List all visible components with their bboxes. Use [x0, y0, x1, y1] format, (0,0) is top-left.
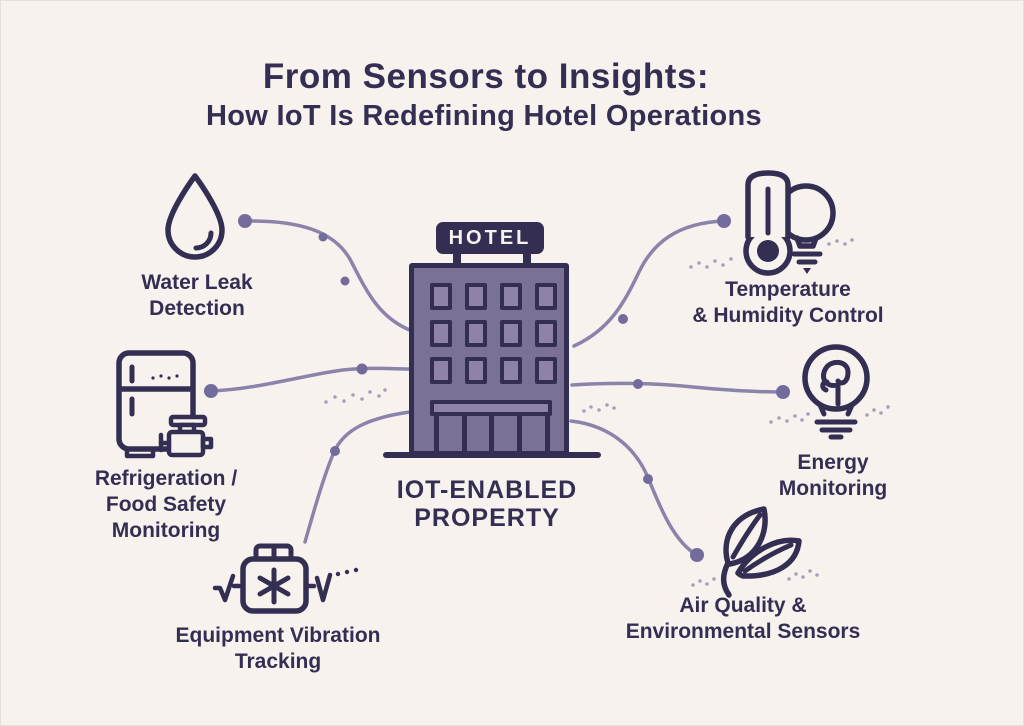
- connector-energy: [570, 379, 790, 399]
- label-line: Energy: [797, 451, 869, 474]
- entrance-pillar: [489, 414, 494, 454]
- hotel-sign: HOTEL: [436, 222, 544, 254]
- connector-refrigeration: [204, 363, 414, 398]
- label-line: Monitoring: [778, 477, 888, 500]
- label-vibration: Equipment Vibration Tracking: [148, 623, 408, 675]
- label-energy: Energy Monitoring: [713, 450, 953, 502]
- water-drop-icon: [165, 173, 225, 260]
- connector-temperature: [572, 214, 731, 348]
- hotel-window: [465, 283, 487, 310]
- thermometer-bulb-icon: [743, 170, 836, 276]
- label-line: Equipment Vibration: [175, 624, 381, 647]
- hotel-window: [465, 320, 487, 347]
- hotel-window: [535, 283, 557, 310]
- label-line: Monitoring: [111, 519, 221, 542]
- hotel-window: [430, 357, 452, 384]
- label-temperature: Temperature & Humidity Control: [658, 277, 918, 329]
- sign-post: [523, 252, 531, 266]
- label-line: Temperature: [725, 278, 851, 301]
- connector-air-quality: [569, 419, 704, 562]
- hotel-window: [430, 320, 452, 347]
- entrance-pillar: [462, 414, 467, 454]
- refrigerator-icon: [116, 350, 214, 459]
- page-title: From Sensors to Insights:: [262, 57, 710, 96]
- title-block: From Sensors to Insights: How IoT Is Red…: [1, 56, 971, 134]
- entrance-pillar: [434, 414, 439, 454]
- hotel-caption-line1: IOT-ENABLED: [396, 476, 578, 504]
- connector-vibration: [303, 410, 412, 544]
- asterisk: [257, 567, 291, 605]
- label-line: Tracking: [234, 650, 322, 673]
- hotel-sign-text: HOTEL: [448, 226, 532, 249]
- entrance-pillar: [545, 414, 550, 454]
- label-water-leak: Water Leak Detection: [77, 270, 317, 322]
- hotel-window: [465, 357, 487, 384]
- label-line: Air Quality &: [679, 594, 807, 617]
- sign-post: [453, 252, 461, 266]
- label-line: Refrigeration /: [94, 467, 238, 490]
- entrance-pillar: [517, 414, 522, 454]
- label-line: & Humidity Control: [692, 304, 884, 327]
- hotel-window: [500, 320, 522, 347]
- label-line: Water Leak: [141, 271, 253, 294]
- label-line: Food Safety: [105, 493, 227, 516]
- label-line: Environmental Sensors: [625, 620, 861, 643]
- label-refrigeration: Refrigeration / Food Safety Monitoring: [46, 466, 286, 544]
- page-subtitle: How IoT Is Redefining Hotel Operations: [206, 100, 762, 132]
- scatter-dots: [324, 238, 890, 587]
- label-air-quality: Air Quality & Environmental Sensors: [613, 593, 873, 645]
- filament: [820, 359, 851, 407]
- hotel-caption-line2: PROPERTY: [414, 504, 560, 532]
- label-line: Detection: [149, 297, 245, 320]
- ground-line: [383, 452, 601, 458]
- light-bulb-icon: [802, 344, 870, 440]
- connector-water-leak: [238, 214, 414, 333]
- leaves-icon: [720, 506, 802, 598]
- vibration-sensor-icon: [212, 543, 359, 614]
- hotel-window: [500, 357, 522, 384]
- compressor-valve: [158, 414, 214, 458]
- entrance-canopy: [430, 400, 552, 416]
- hotel-window: [430, 283, 452, 310]
- hotel-window: [500, 283, 522, 310]
- hotel-window: [535, 320, 557, 347]
- hotel-window: [535, 357, 557, 384]
- hotel-caption: IOT-ENABLED PROPERTY: [337, 476, 637, 532]
